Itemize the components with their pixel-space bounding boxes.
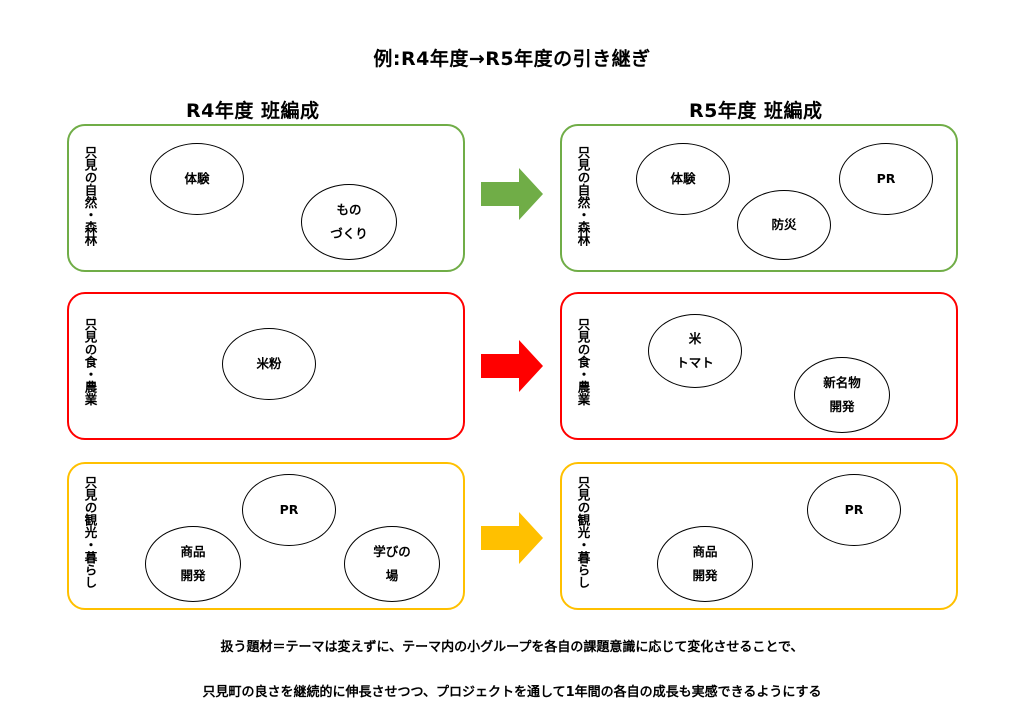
nature-group-label: 只見の自然・森林 [575, 146, 591, 246]
bubble-taiken: 体験 [150, 143, 244, 215]
bubble-shin-meibutsu: 新名物 開発 [794, 357, 890, 433]
r4-food-group: 只見の食・農業 米粉 [67, 292, 465, 440]
bubble-manabi-no-ba: 学びの 場 [344, 526, 440, 602]
r5-nature-group: 只見の自然・森林 体験 防災 PR [560, 124, 958, 272]
bubble-taiken: 体験 [636, 143, 730, 215]
arrow-green [481, 168, 543, 220]
arrow-red [481, 340, 543, 392]
bubble-pr: PR [839, 143, 933, 215]
r5-food-group: 只見の食・農業 米 トマト 新名物 開発 [560, 292, 958, 440]
tourism-group-label: 只見の観光・暮らし [575, 476, 591, 589]
r5-column-header: R5年度 班編成 [689, 100, 823, 122]
r4-column-header: R4年度 班編成 [186, 100, 320, 122]
nature-group-label: 只見の自然・森林 [82, 146, 98, 246]
tourism-group-label: 只見の観光・暮らし [82, 476, 98, 589]
footnote-line-2: 只見町の良さを継続的に伸長させつつ、プロジェクトを通して1年間の各自の成長も実感… [202, 685, 822, 700]
r4-nature-group: 只見の自然・森林 体験 もの づくり [67, 124, 465, 272]
bubble-bousai: 防災 [737, 190, 831, 260]
bubble-pr: PR [242, 474, 336, 546]
food-group-label: 只見の食・農業 [575, 318, 591, 406]
bubble-monozukuri: もの づくり [301, 184, 397, 260]
r4-tourism-group: 只見の観光・暮らし PR 商品 開発 学びの 場 [67, 462, 465, 610]
food-group-label: 只見の食・農業 [82, 318, 98, 406]
arrow-yellow [481, 512, 543, 564]
r5-tourism-group: 只見の観光・暮らし PR 商品 開発 [560, 462, 958, 610]
bubble-kome-tomato: 米 トマト [648, 314, 742, 388]
diagram-title: 例:R4年度→R5年度の引き継ぎ [373, 48, 651, 70]
bubble-shouhin-kaihatsu: 商品 開発 [657, 526, 753, 602]
bubble-pr: PR [807, 474, 901, 546]
bubble-shouhin-kaihatsu: 商品 開発 [145, 526, 241, 602]
bubble-komeko: 米粉 [222, 328, 316, 400]
footnote-line-1: 扱う題材＝テーマは変えずに、テーマ内の小グループを各自の課題意識に応じて変化させ… [220, 640, 804, 655]
